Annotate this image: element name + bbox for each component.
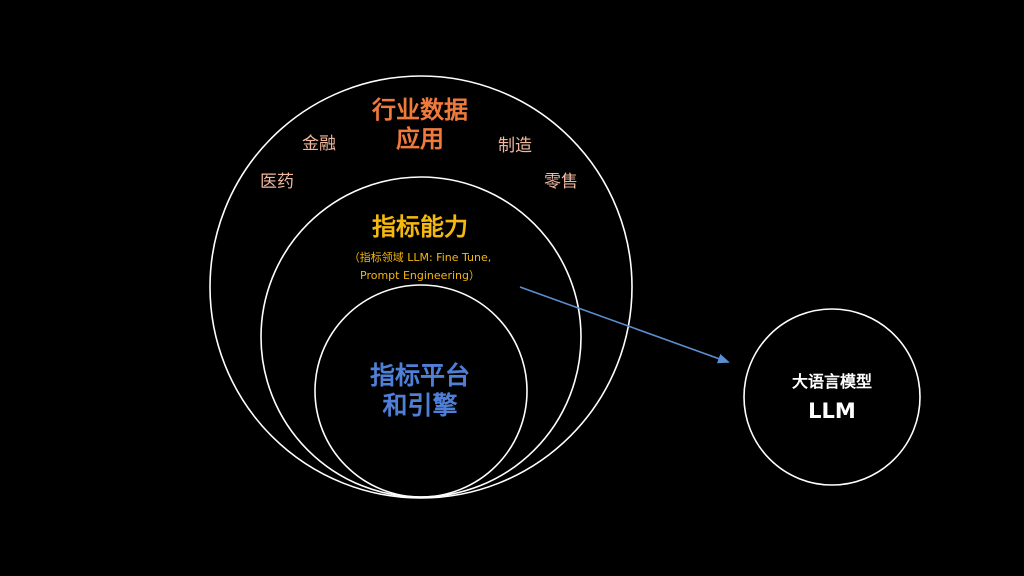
- outer-circle: [209, 75, 633, 499]
- inner-circle: [314, 284, 528, 498]
- industry-label-manufacturing: 制造: [498, 136, 532, 156]
- llm-circle-title: 大语言模型: [791, 372, 872, 391]
- llm-circle-subtitle: LLM: [808, 399, 856, 423]
- inner-circle-title: 指标平台 和引擎: [320, 361, 520, 421]
- industry-label-medicine: 医药: [260, 172, 294, 192]
- middle-circle-subtitle: （指标领域 LLM: Fine Tune, Prompt Engineering…: [300, 249, 540, 285]
- inner-title-line2: 和引擎: [382, 391, 458, 420]
- connector-arrow: [519, 286, 730, 364]
- industry-label-finance: 金融: [302, 134, 336, 154]
- outer-circle-title: 行业数据 应用: [320, 96, 520, 154]
- outer-title-line2: 应用: [396, 125, 444, 153]
- inner-title-line1: 指标平台: [369, 361, 470, 390]
- middle-circle-title: 指标能力: [372, 213, 468, 241]
- middle-subtitle-line2: Prompt Engineering）: [360, 269, 480, 282]
- middle-subtitle-line1: （指标领域 LLM: Fine Tune,: [348, 251, 492, 264]
- outer-title-line1: 行业数据: [372, 96, 468, 124]
- industry-label-retail: 零售: [544, 172, 578, 192]
- llm-circle: [743, 308, 921, 486]
